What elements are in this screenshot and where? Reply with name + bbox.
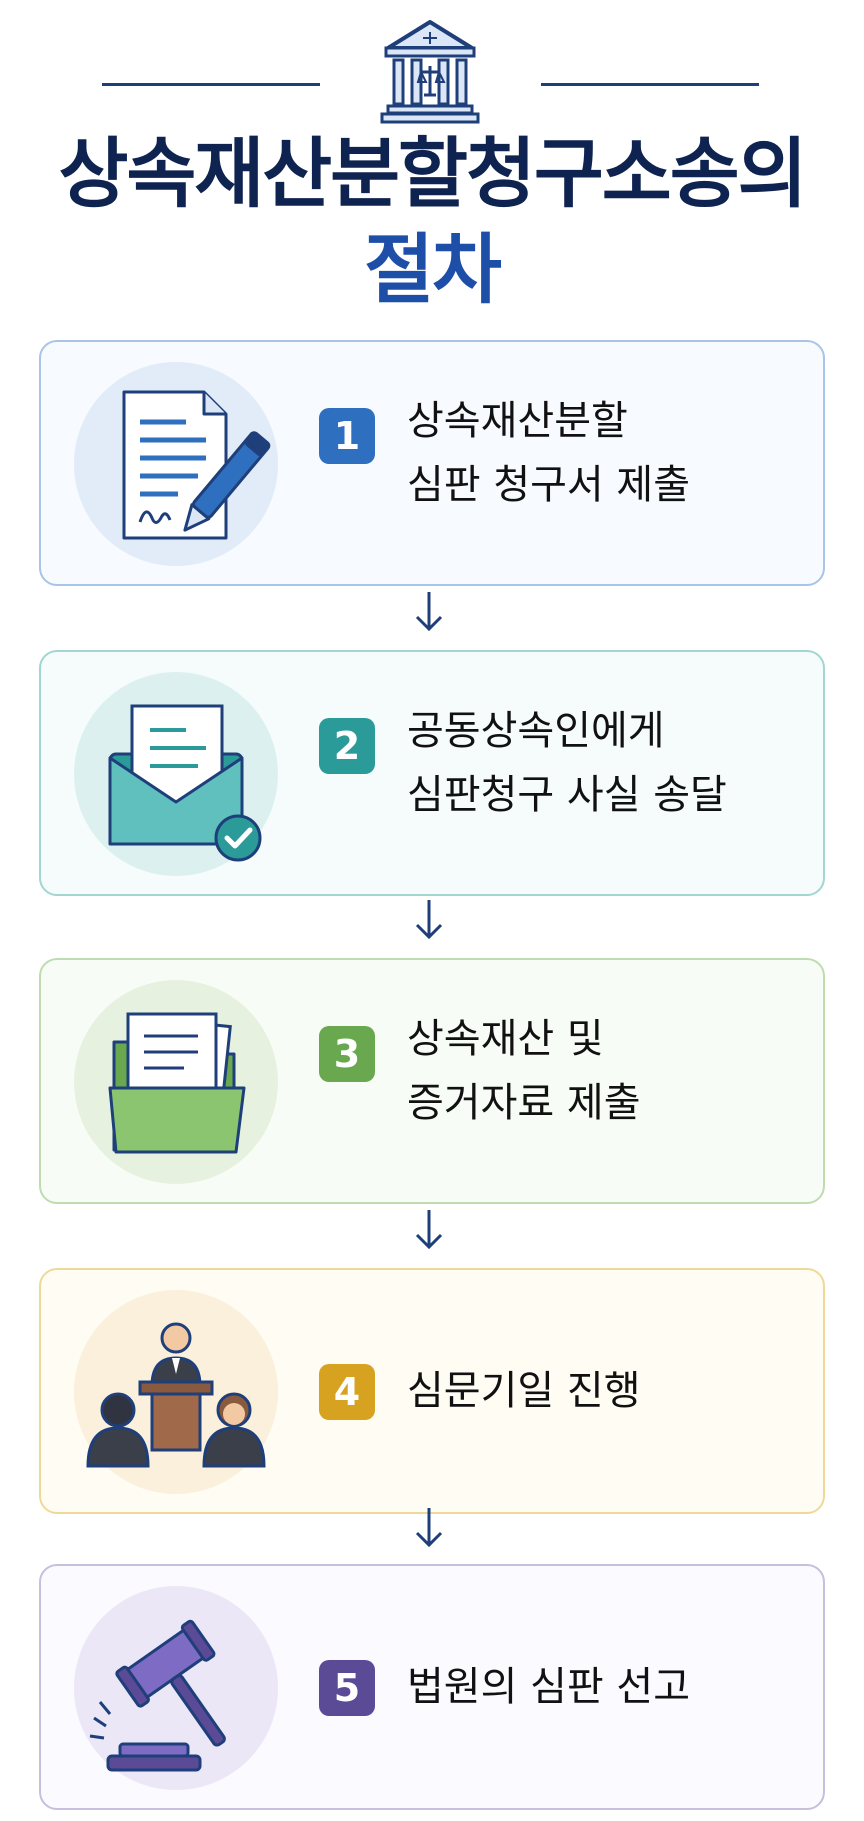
step-card-2: 2 공동상속인에게 심판청구 사실 송달 (39, 650, 825, 896)
step-1-label-line-2: 심판 청구서 제출 (407, 462, 691, 508)
step-1-label-line-1: 상속재산분할 (407, 398, 628, 444)
step-3-number-badge: 3 (319, 1026, 375, 1082)
hearing-courtroom-icon (86, 1322, 266, 1468)
step-3-label-line-1: 상속재산 및 (407, 1016, 604, 1062)
step-card-1: 1 상속재산분할 심판 청구서 제출 (39, 340, 825, 586)
down-arrow-icon (415, 1210, 443, 1250)
step-1-number-badge: 1 (319, 408, 375, 464)
step-2-label-line-1: 공동상속인에게 (407, 708, 665, 754)
step-3-label-line-2: 증거자료 제출 (407, 1080, 641, 1126)
down-arrow-icon (415, 900, 443, 940)
down-arrow-icon (415, 592, 443, 632)
step-4-number-badge: 4 (319, 1364, 375, 1420)
step-card-3: 3 상속재산 및 증거자료 제출 (39, 958, 825, 1204)
left-divider-line (102, 83, 320, 86)
step-1-icon-circle (74, 362, 278, 566)
courthouse-icon (380, 20, 480, 124)
step-2-number-badge: 2 (319, 718, 375, 774)
page-title-line-2: 절차 (364, 225, 502, 314)
page-title-line-1: 상속재산분할청구소송의 (58, 129, 807, 218)
step-2-label-line-2: 심판청구 사실 송달 (407, 772, 727, 818)
step-card-5: 5 법원의 심판 선고 (39, 1564, 825, 1810)
step-2-icon-circle (74, 672, 278, 876)
down-arrow-icon (415, 1508, 443, 1548)
step-5-number-badge: 5 (319, 1660, 375, 1716)
envelope-check-icon (108, 704, 262, 862)
step-5-label-line-1: 법원의 심판 선고 (407, 1664, 691, 1710)
right-divider-line (541, 83, 759, 86)
header: 상속재산분할청구소송의 절차 (0, 0, 864, 330)
step-3-icon-circle (74, 980, 278, 1184)
document-signing-icon (122, 390, 271, 540)
folder-documents-icon (108, 1012, 246, 1154)
step-4-icon-circle (74, 1290, 278, 1494)
step-card-4: 4 심문기일 진행 (39, 1268, 825, 1514)
gavel-icon (89, 1619, 226, 1772)
step-5-icon-circle (74, 1586, 278, 1790)
step-4-label-line-1: 심문기일 진행 (407, 1368, 641, 1414)
